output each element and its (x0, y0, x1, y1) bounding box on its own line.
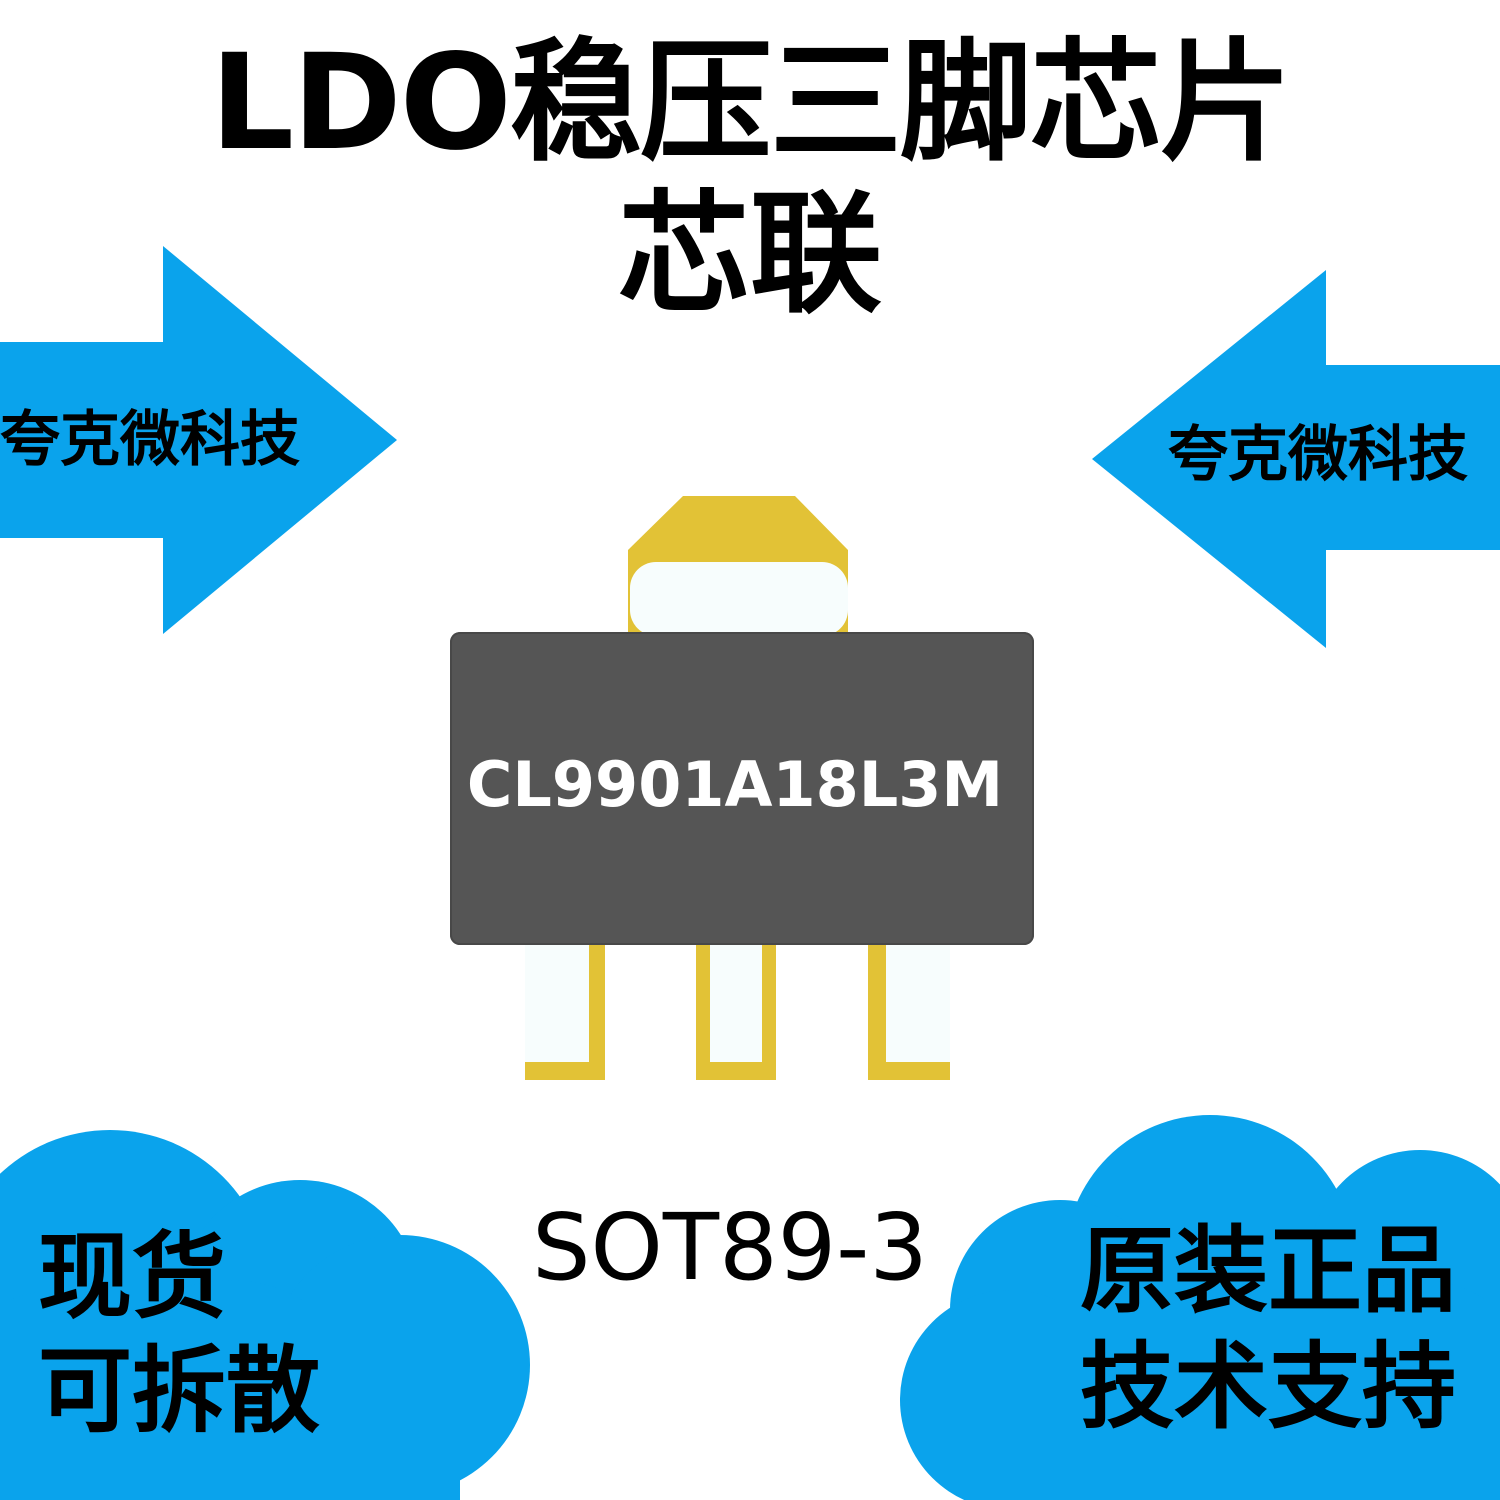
chip-bottom-lead-3 (868, 940, 950, 1080)
package-type: SOT89-3 (532, 1194, 928, 1301)
headline-brand: 芯联 (618, 178, 882, 332)
cloud-right-line1: 原装正品 (1080, 1217, 1457, 1326)
cloud-left-line1: 现货 (38, 1223, 227, 1332)
cloud-right-shape (900, 1115, 1500, 1500)
chip-body (450, 632, 1034, 945)
cloud-left-shape (0, 1130, 530, 1500)
arrow-right-pointing-icon (0, 246, 397, 634)
cloud-right-line2: 技术支持 (1080, 1333, 1457, 1442)
arrow-right-label: 夸克微科技 (1168, 420, 1468, 490)
chip-bottom-lead-1 (525, 940, 605, 1080)
chip-part-number: CL9901A18L3M (466, 748, 1004, 821)
headline-title: LDO稳压三脚芯片 (210, 26, 1292, 180)
chip-bottom-lead-2 (696, 940, 776, 1080)
chip-top-lead (628, 496, 848, 636)
cloud-left-line2: 可拆散 (38, 1337, 321, 1446)
arrow-left-label: 夸克微科技 (0, 405, 300, 475)
arrow-left-pointing-icon (1092, 270, 1500, 648)
